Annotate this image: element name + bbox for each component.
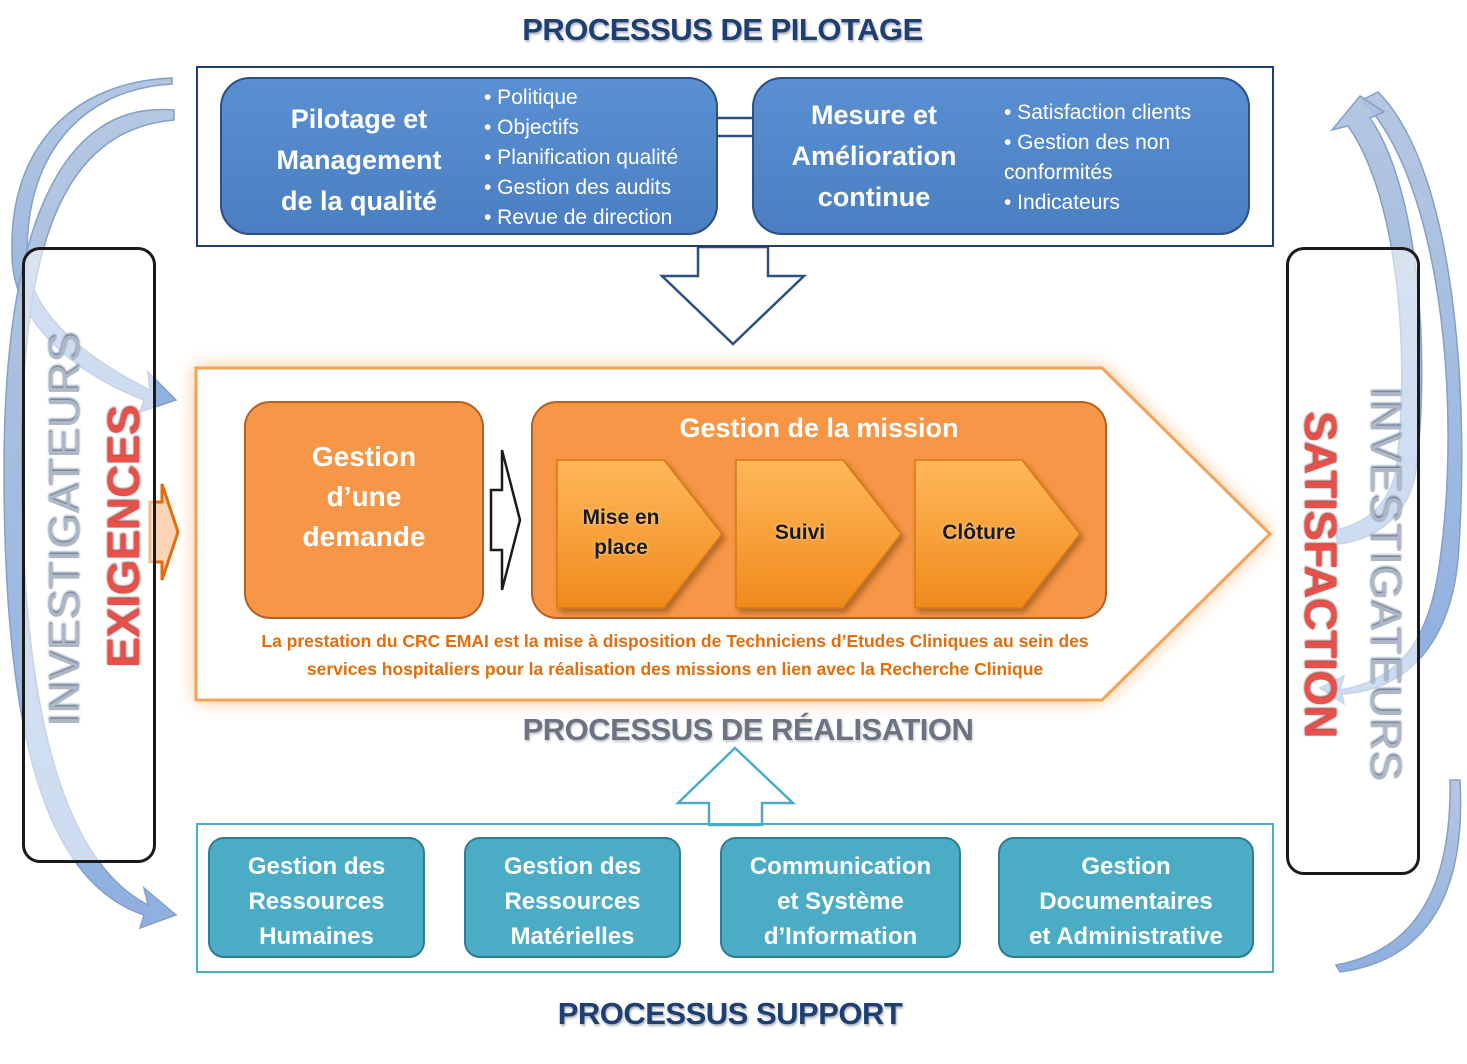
- step-mise-en-place-label: Mise en place: [558, 503, 684, 563]
- down-arrow-icon: [658, 245, 808, 346]
- support-frame: [196, 823, 1274, 973]
- up-arrow-icon: [674, 746, 797, 827]
- investigateurs-exigences-box: [22, 247, 156, 863]
- step-line: Mise en: [582, 506, 660, 529]
- title-line: de la qualité: [280, 186, 438, 216]
- title-line: d’une: [326, 481, 402, 512]
- description-line: services hospitaliers pour la réalisatio…: [306, 659, 1044, 679]
- bullet-item: • Satisfaction clients: [1004, 101, 1192, 124]
- gestion-demande-box: Gestion d’une demande: [244, 401, 484, 619]
- gestion-demande-title: Gestion d’une demande: [246, 437, 482, 557]
- step-cloture-label: Clôture: [916, 518, 1042, 548]
- left-investigateurs-label: INVESTIGATEURS: [40, 332, 89, 727]
- support-line: Ressources: [248, 888, 385, 915]
- mesure-amelioration-title: Mesure et Amélioration continue: [764, 95, 984, 218]
- support-section-title: PROCESSUS SUPPORT: [557, 996, 903, 1031]
- support-ressources-humaines-box: Gestion des Ressources Humaines: [208, 837, 425, 958]
- support-line: Gestion: [1081, 853, 1171, 880]
- step-suivi-label: Suivi: [737, 518, 863, 548]
- support-line: et Administrative: [1029, 923, 1223, 950]
- title-line: Management: [276, 145, 442, 175]
- title-line: continue: [817, 182, 931, 212]
- pilotage-section-title: PROCESSUS DE PILOTAGE: [522, 12, 923, 47]
- realisation-description: La prestation du CRC EMAI est la mise à …: [200, 627, 1150, 683]
- pilotage-frame: [196, 66, 1274, 247]
- support-line: Matérielles: [510, 923, 635, 950]
- description-line: La prestation du CRC EMAI est la mise à …: [261, 631, 1089, 651]
- support-line: Gestion des: [247, 853, 386, 880]
- title-line: Amélioration: [791, 141, 957, 171]
- realisation-section-title: PROCESSUS DE RÉALISATION: [522, 712, 974, 747]
- support-line: Communication: [749, 853, 932, 880]
- right-arrow-icon: [489, 449, 522, 591]
- title-line: Mesure et: [810, 100, 938, 130]
- support-communication-box: Communication et Système d’Information: [720, 837, 961, 958]
- bullet-item: • Politique: [484, 86, 578, 109]
- support-line: d’Information: [763, 923, 918, 950]
- support-ressources-materielles-box: Gestion des Ressources Matérielles: [464, 837, 681, 958]
- pilotage-management-title: Pilotage et Management de la qualité: [244, 99, 474, 222]
- bullet-item: • Objectifs: [484, 116, 579, 139]
- bullet-item: • Planification qualité: [484, 146, 679, 169]
- support-line: Ressources: [504, 888, 641, 915]
- right-investigateurs-label: INVESTIGATEURS: [1361, 388, 1410, 783]
- pilotage-management-box: Pilotage et Management de la qualité • P…: [220, 77, 718, 235]
- title-line: demande: [302, 521, 426, 552]
- bullet-item: conformités: [1004, 161, 1113, 184]
- step-line: Clôture: [942, 521, 1016, 544]
- step-line: Suivi: [774, 521, 826, 544]
- exigences-label: EXIGENCES: [98, 405, 149, 668]
- investigateurs-satisfaction-box: [1286, 247, 1420, 875]
- gestion-mission-title: Gestion de la mission: [679, 413, 959, 443]
- support-line: Gestion des: [503, 853, 642, 880]
- support-documentaire-box: Gestion Documentaires et Administrative: [998, 837, 1254, 958]
- bullet-item: • Gestion des non: [1004, 131, 1171, 154]
- satisfaction-label: SATISFACTION: [1295, 412, 1346, 739]
- support-line: Humaines: [259, 923, 374, 950]
- bullet-item: • Revue de direction: [484, 206, 673, 229]
- support-line: et Système: [777, 888, 904, 915]
- mesure-amelioration-box: Mesure et Amélioration continue • Satisf…: [752, 77, 1250, 235]
- bullet-item: • Indicateurs: [1004, 191, 1120, 214]
- step-line: place: [594, 536, 648, 559]
- pilotage-bullet-list: • Politique • Objectifs • Planification …: [484, 83, 678, 233]
- mesure-bullet-list: • Satisfaction clients • Gestion des non…: [1004, 98, 1191, 218]
- title-line: Pilotage et: [290, 104, 428, 134]
- support-line: Documentaires: [1039, 888, 1213, 915]
- title-line: Gestion: [311, 441, 417, 472]
- bullet-item: • Gestion des audits: [484, 176, 672, 199]
